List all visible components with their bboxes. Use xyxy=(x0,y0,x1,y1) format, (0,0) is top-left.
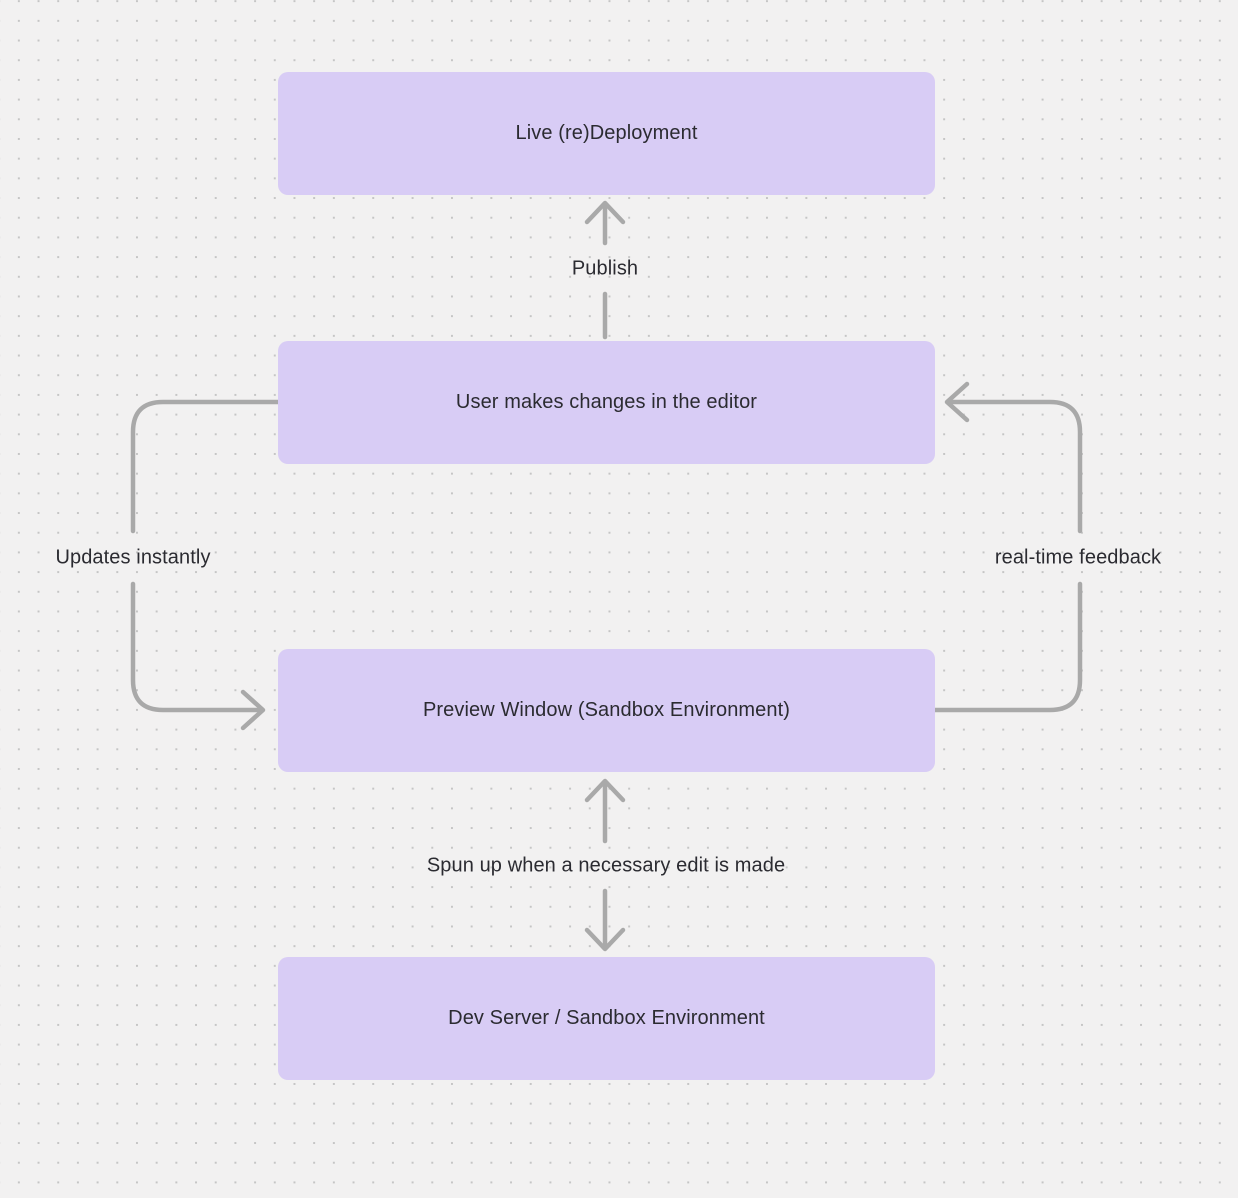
node-preview-window[interactable]: Preview Window (Sandbox Environment) xyxy=(278,649,935,772)
node-editor-changes[interactable]: User makes changes in the editor xyxy=(278,341,935,464)
node-label: Live (re)Deployment xyxy=(515,122,698,144)
node-label: User makes changes in the editor xyxy=(455,391,758,413)
node-dev-server[interactable]: Dev Server / Sandbox Environment xyxy=(278,957,935,1080)
edge-label-spun-up: Spun up when a necessary edit is made xyxy=(426,854,786,877)
node-label: Preview Window (Sandbox Environment) xyxy=(422,699,791,721)
edge-label-publish: Publish xyxy=(571,257,639,280)
edge-label-realtime-feedback: real-time feedback xyxy=(994,546,1162,569)
node-live-deployment[interactable]: Live (re)Deployment xyxy=(278,72,935,195)
node-label: Dev Server / Sandbox Environment xyxy=(448,1007,765,1029)
edge-label-updates-instantly: Updates instantly xyxy=(55,546,211,569)
